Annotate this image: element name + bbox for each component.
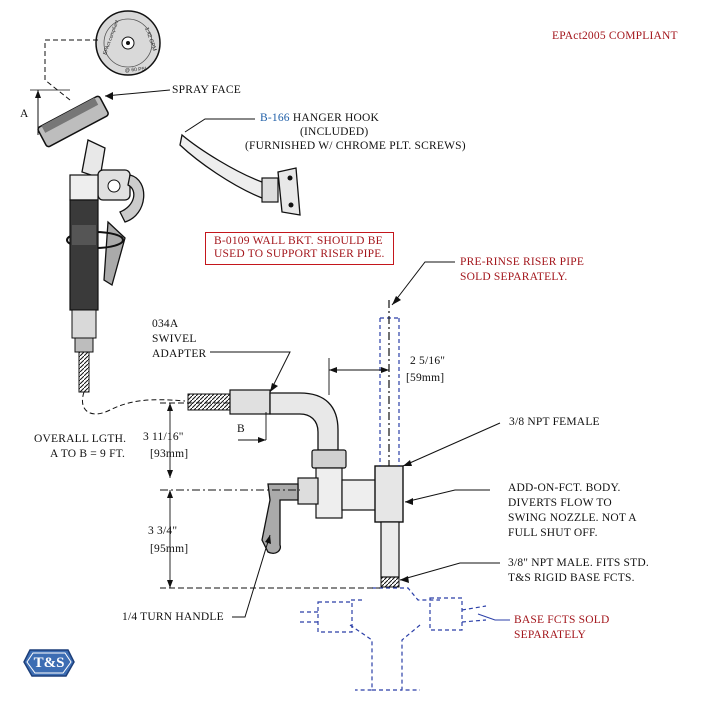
dim-b-label: B: [237, 423, 245, 435]
ts-logo: T&S: [23, 649, 75, 677]
base-faucet-leader: [477, 613, 510, 621]
riser-label-line1: PRE-RINSE RISER PIPE: [460, 256, 585, 268]
swivel-adapter: [187, 389, 347, 469]
badge-psi-text: @ 60 PSI: [125, 66, 147, 74]
wall-bracket-line2: USED TO SUPPORT RISER PIPE.: [214, 248, 385, 260]
offset-mm: [59mm]: [406, 372, 445, 384]
swivel-line3: ADAPTER: [152, 348, 207, 360]
add-on-body: [297, 465, 404, 588]
swivel-line1: 034A: [152, 318, 179, 330]
compliance-label: EPAct2005 COMPLIANT: [552, 30, 678, 42]
hanger-label: B-166 HANGER HOOK: [260, 112, 379, 125]
dimension-lines: [160, 358, 389, 589]
body-line4: FULL SHUT OFF.: [508, 527, 598, 539]
hanger-hook: [179, 133, 301, 216]
spray-face-label: SPRAY FACE: [172, 84, 242, 96]
riser-pipe: [379, 300, 400, 466]
riser-label-line2: SOLD SEPARATELY.: [460, 271, 568, 283]
lower-mm: [95mm]: [150, 543, 189, 555]
overall-line2: A TO B = 9 FT.: [50, 448, 126, 460]
spray-face-badge: 1.42 GPM EPAct compliant @ 60 PSI: [95, 10, 161, 76]
hanger-text: HANGER HOOK: [289, 112, 380, 124]
body-line1: ADD-ON-FCT. BODY.: [508, 482, 621, 494]
logo-text: T&S: [34, 655, 65, 671]
wall-bracket-line1: B-0109 WALL BKT. SHOULD BE: [214, 235, 383, 247]
hanger-screws-label: (FURNISHED W/ CHROME PLT. SCREWS): [245, 140, 466, 152]
offset-dim: 2 5/16": [410, 355, 446, 367]
npt-female-label: 3/8 NPT FEMALE: [509, 416, 600, 428]
dim-a-label: A: [20, 108, 29, 120]
base-line1: BASE FCTS SOLD: [514, 614, 610, 626]
overall-line1: OVERALL LGTH.: [34, 433, 127, 445]
spray-valve: [37, 95, 145, 393]
leader-lines: [104, 89, 501, 618]
swivel-line2: SWIVEL: [152, 333, 197, 345]
hanger-code: B-166: [260, 112, 290, 124]
handle-label: 1/4 TURN HANDLE: [122, 611, 224, 623]
hanger-included-label: (INCLUDED): [300, 126, 369, 138]
wall-bracket-note: B-0109 WALL BKT. SHOULD BE USED TO SUPPO…: [205, 232, 394, 265]
base-line2: SEPARATELY: [514, 629, 586, 641]
base-faucet: [300, 587, 487, 691]
quarter-turn-handle: [261, 483, 299, 554]
height-dim: 3 11/16": [143, 431, 184, 443]
height-mm: [93mm]: [150, 448, 189, 460]
body-line2: DIVERTS FLOW TO: [508, 497, 612, 509]
npt-male-line1: 3/8" NPT MALE. FITS STD.: [508, 557, 649, 569]
body-line3: SWING NOZZLE. NOT A: [508, 512, 637, 524]
npt-male-line2: T&S RIGID BASE FCTS.: [508, 572, 635, 584]
lower-dim: 3 3/4": [148, 525, 178, 537]
